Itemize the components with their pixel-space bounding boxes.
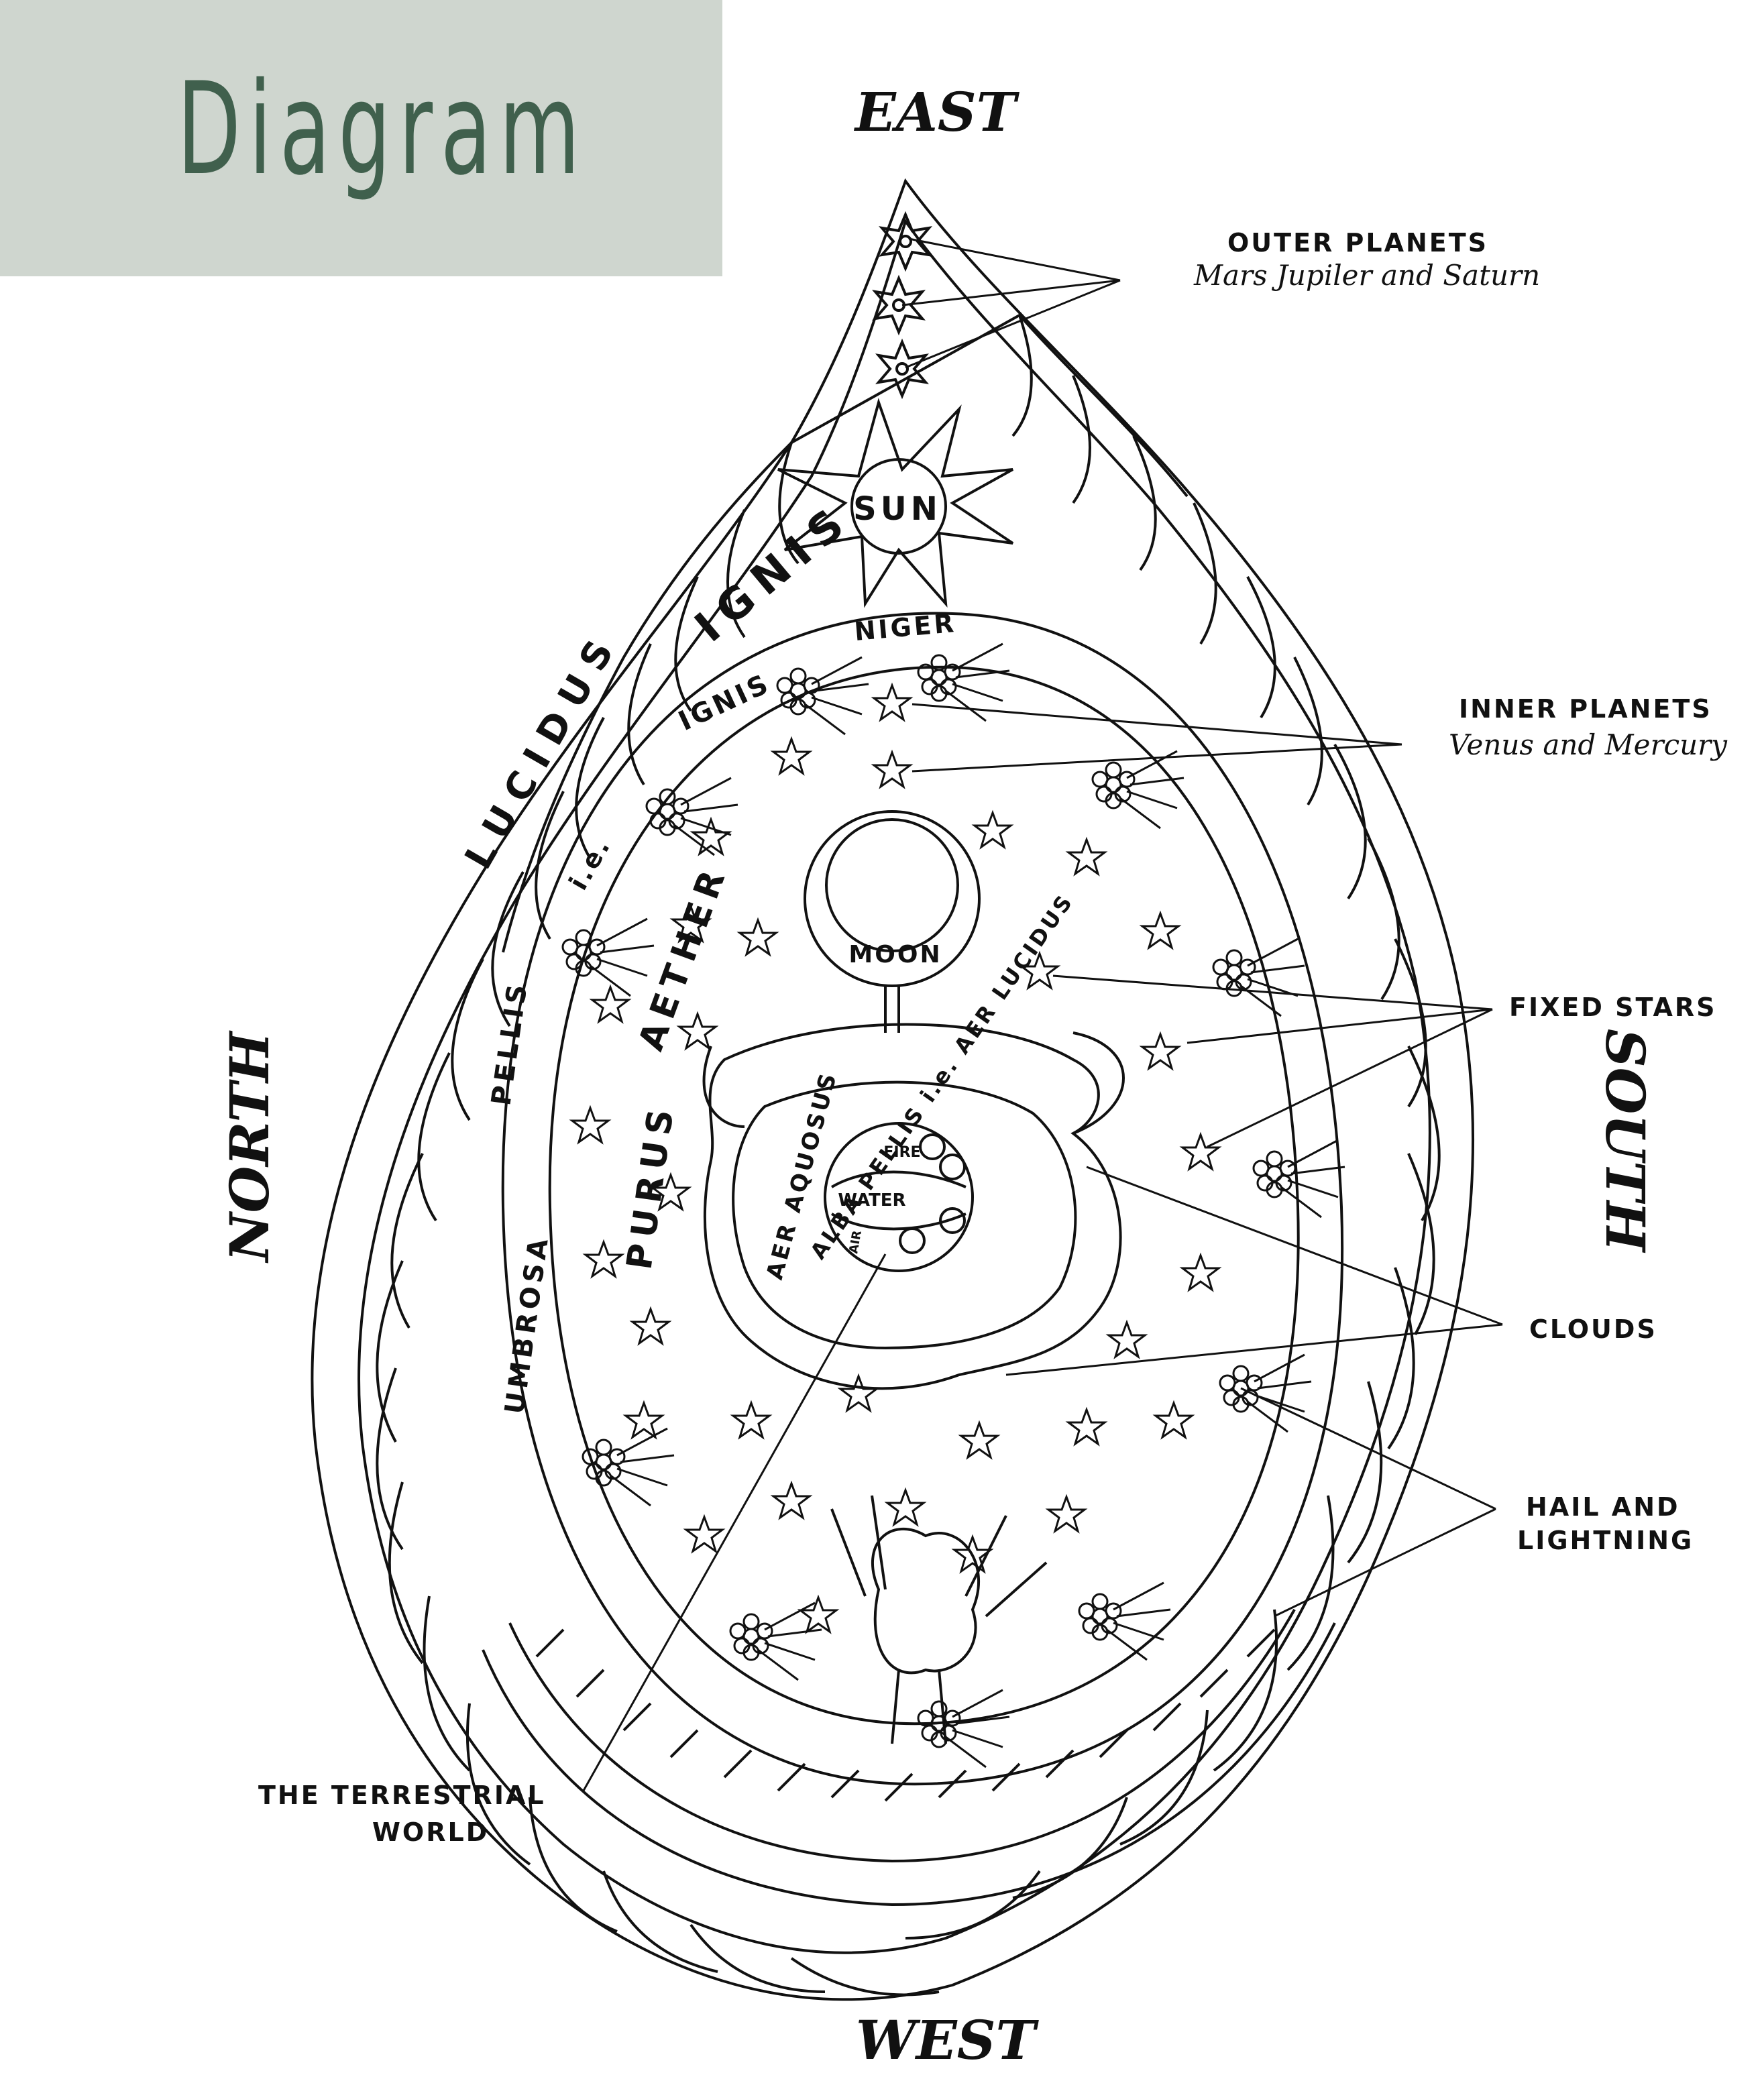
direction-north: NORTH [218,1030,281,1263]
label-hail: HAIL AND [1526,1492,1680,1522]
moon-emblem [804,810,981,1033]
inscription-sun: SUN [853,490,942,528]
title-banner: Diagram [0,0,722,276]
terrestrial-figure [830,1495,1048,1744]
label-world: WORLD [372,1817,489,1847]
label-outer-planets-sub: Mars Jupiler and Saturn [1193,259,1540,292]
label-inner-planets: INNER PLANETS [1459,694,1712,724]
inscription-ie: i.e. [563,832,617,895]
inscription-water: WATER [838,1190,905,1211]
inscription-moon: MOON [848,941,942,968]
direction-south: SOUTH [1594,1029,1657,1253]
sun-emblem [777,398,1014,608]
callout-lines [582,237,1503,1791]
inscription-air: AIR [846,1229,865,1255]
inscription-fire: FIRE [883,1144,920,1161]
feather-layer-outer [311,178,1475,2001]
direction-west: WEST [856,2009,1040,2072]
sky-bands [501,313,1344,1786]
inner-sphere [702,1023,1125,1390]
direction-east: EAST [854,80,1020,144]
label-outer-planets: OUTER PLANETS [1227,228,1488,258]
inscription-ignis-lower: IGNIS [674,668,775,737]
inscription-niger: NIGER [853,608,958,647]
inscription-pellis: PELLIS [486,979,534,1108]
label-fixed-stars: FIXED STARS [1509,993,1717,1022]
lower-band [482,1609,1336,1907]
label-inner-planets-sub: Venus and Mercury [1449,728,1728,761]
inscription-ignis: IGNIS [686,494,862,653]
label-clouds: CLOUDS [1529,1314,1657,1344]
label-lightning: LIGHTNING [1517,1526,1694,1555]
page-title: Diagram [177,55,588,203]
label-terrestrial: THE TERRESTRIAL [258,1781,546,1810]
inscription-umbrosa: UMBROSA [499,1233,555,1416]
inscription-purus: PURUS [619,1101,682,1272]
